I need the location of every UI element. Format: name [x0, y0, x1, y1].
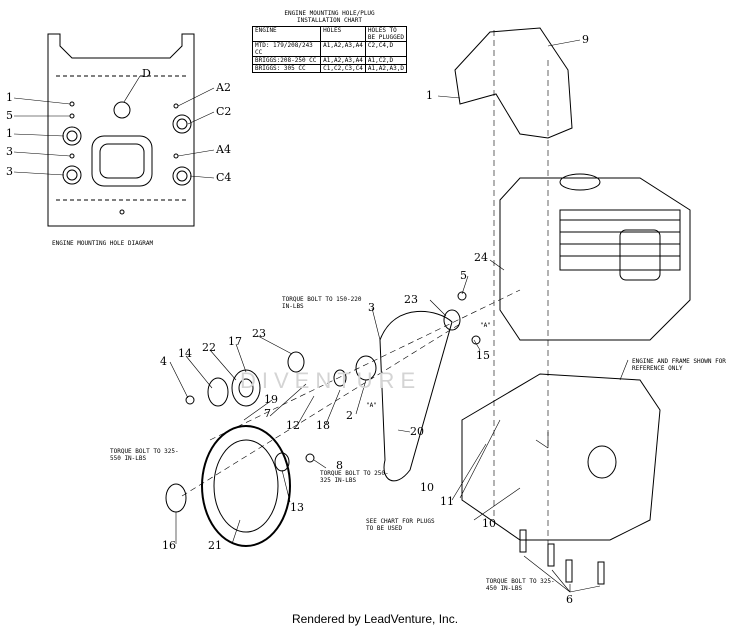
callout: 20 [410, 425, 424, 438]
hole-label: 1 [6, 91, 13, 104]
a-marker: "A" [366, 402, 377, 409]
hole-label: 5 [6, 109, 13, 122]
frame [461, 373, 661, 541]
a-marker: "A" [480, 322, 491, 329]
chart-row: BRIGGS: 305 CC C1,C2,C3,C4 A1,A2,A3,D [251, 64, 408, 73]
hole-diagram-caption: ENGINE MOUNTING HOLE DIAGRAM [52, 240, 154, 247]
chart-header-holes: HOLES [320, 26, 366, 42]
chart-row: BRIGGS:208-250 CC A1,A2,A3,A4 A1,C2,D [251, 56, 408, 65]
plate-leaders [13, 75, 215, 179]
callout: 15 [476, 349, 490, 362]
chart-cell: A1,A2,A3,A4 [320, 41, 366, 57]
callout: 12 [286, 419, 300, 432]
v-belt [379, 310, 453, 482]
hole-label: 1 [6, 127, 13, 140]
callout: 7 [264, 407, 271, 420]
torque-note-8: TORQUE BOLT TO 250-325 IN-LBS [320, 470, 389, 484]
mounting-chart: ENGINE HOLES HOLES TO BE PLUGGED MTD: 17… [251, 26, 408, 73]
chart-cell: A1,A2,A3,A4 [320, 56, 366, 65]
callout: 10 [482, 517, 496, 530]
engine-frame-note: ENGINE AND FRAME SHOWN FOR REFERENCE ONL… [632, 358, 726, 372]
callout: 5 [460, 269, 467, 282]
callout: 22 [202, 341, 216, 354]
mounting-plate [47, 33, 195, 227]
chart-cell: A1,A2,A3,D [364, 64, 408, 73]
hole-label: 3 [6, 145, 13, 158]
chart-cell: BRIGGS:208-250 CC [251, 56, 322, 65]
chart-cell: MTD: 179/208/243 CC [251, 41, 322, 57]
callout: 16 [162, 539, 176, 552]
callout: 11 [440, 495, 454, 508]
callout: 13 [290, 501, 304, 514]
see-chart-note: SEE CHART FOR PLUGS TO BE USED [366, 518, 435, 532]
chart-cell: BRIGGS: 305 CC [251, 64, 322, 73]
callout: 19 [264, 393, 278, 406]
callout: 3 [368, 301, 375, 314]
hole-label: A2 [216, 81, 231, 94]
chart-header-plugged: HOLES TO BE PLUGGED [364, 26, 408, 42]
belt-cover [454, 27, 573, 139]
callout: 9 [582, 33, 589, 46]
hole-label: 3 [6, 165, 13, 178]
chart-cell: A1,C2,D [364, 56, 408, 65]
large-pulley [201, 425, 291, 547]
torque-note-3: TORQUE BOLT TO 150-220 IN-LBS [282, 296, 362, 310]
chart-title: ENGINE MOUNTING HOLE/PLUG INSTALLATION C… [284, 10, 375, 24]
chart-cell: C2,C4,D [364, 41, 408, 57]
bolts [519, 529, 605, 585]
torque-note-6: TORQUE BOLT TO 325-450 IN-LBS [486, 578, 555, 592]
chart-cell: C1,C2,C3,C4 [320, 64, 366, 73]
chart-header-engine: ENGINE [251, 26, 322, 42]
callout: 21 [208, 539, 222, 552]
callout: 18 [316, 419, 330, 432]
hole-label: C4 [216, 171, 232, 184]
callout: 8 [336, 459, 343, 472]
torque-note-16: TORQUE BOLT TO 325-550 IN-LBS [110, 448, 179, 462]
callout: 14 [178, 347, 192, 360]
chart-header-row: ENGINE HOLES HOLES TO BE PLUGGED [251, 26, 408, 42]
callout: 23 [252, 327, 266, 340]
callout: 10 [420, 481, 434, 494]
hole-label: A4 [216, 143, 231, 156]
watermark: DIVENTURE [240, 368, 422, 393]
hole-label: C2 [216, 105, 232, 118]
engine [499, 173, 691, 341]
callout: 17 [228, 335, 242, 348]
hole-label: D [142, 67, 151, 80]
callout: 6 [566, 593, 573, 606]
chart-row: MTD: 179/208/243 CC A1,A2,A3,A4 C2,C4,D [251, 41, 408, 57]
footer-credit: Rendered by LeadVenture, Inc. [291, 612, 459, 626]
callout: 4 [160, 355, 167, 368]
callout: 23 [404, 293, 418, 306]
callout: 24 [474, 251, 488, 264]
callout: 1 [426, 89, 433, 102]
callout: 2 [346, 409, 353, 422]
